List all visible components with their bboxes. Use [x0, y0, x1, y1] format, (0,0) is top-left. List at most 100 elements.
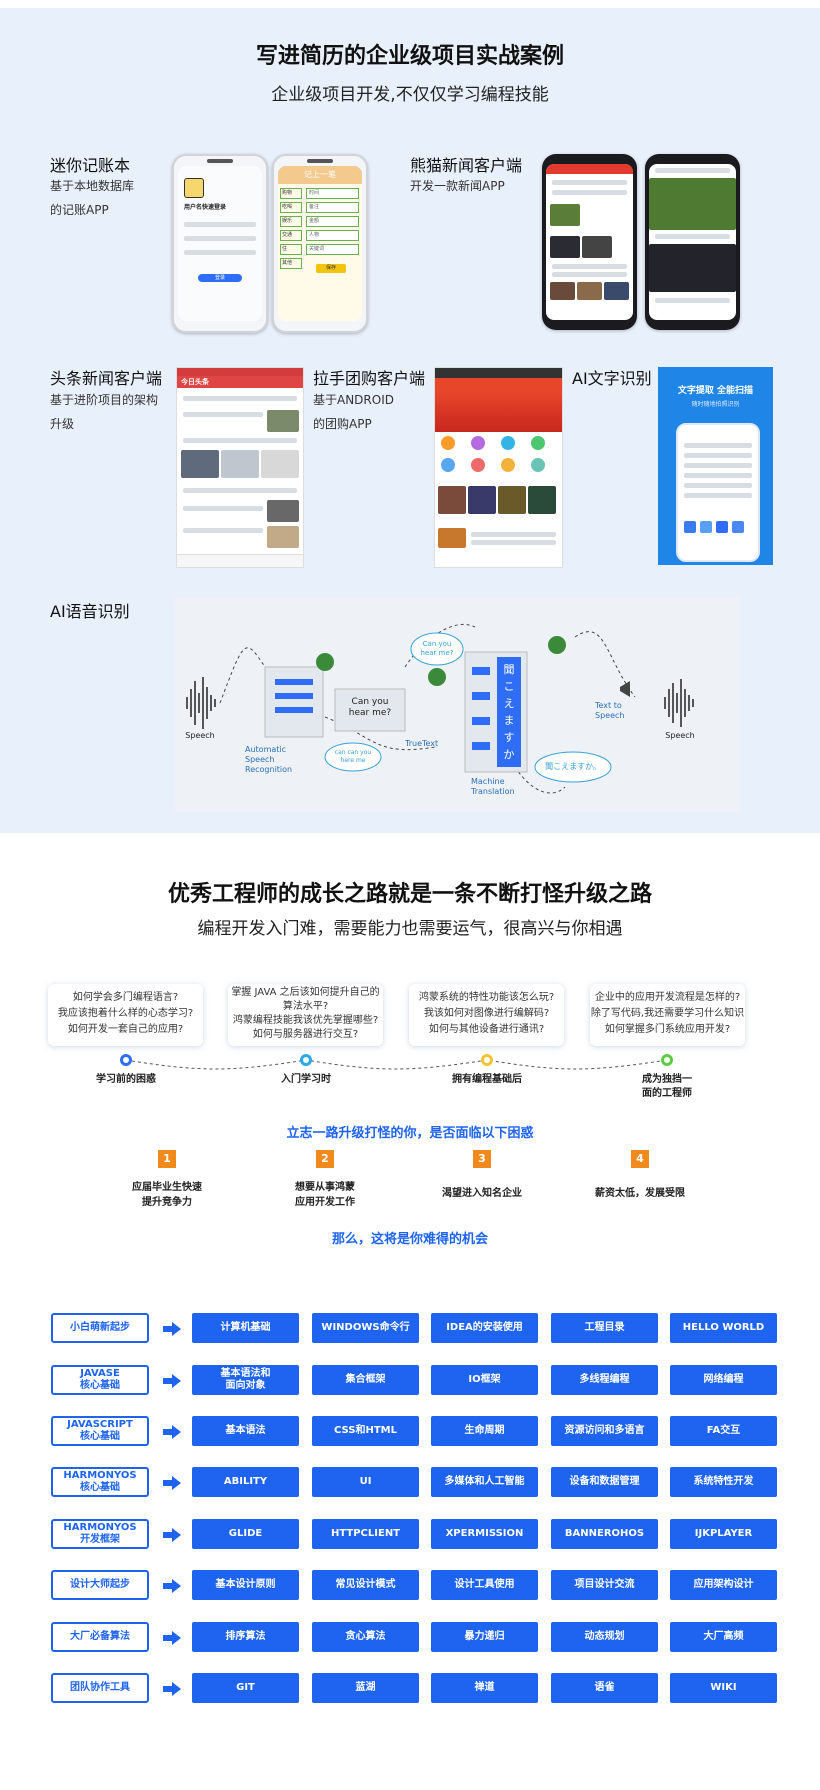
roadmap-topic-button[interactable]: GLIDE: [192, 1519, 299, 1549]
arrow-right-icon: [163, 1578, 181, 1593]
roadmap-topic-button[interactable]: 多媒体和人工智能: [431, 1467, 538, 1497]
confusion-card-1: 如何学会多门编程语言? 我应该抱着什么样的心态学习? 如何开发一套自己的应用?: [48, 984, 203, 1046]
phone-mockup-news-video: [645, 154, 740, 330]
roadmap-topic-button[interactable]: 大厂高频: [670, 1622, 777, 1652]
project-title-ai-ocr: AI文字识别: [572, 369, 652, 388]
speech-diagram: Speech Automatic Speech Recognition Can …: [175, 597, 740, 812]
roadmap-topic-button[interactable]: 集合框架: [312, 1365, 419, 1395]
roadmap-topic-button[interactable]: 暴力递归: [431, 1622, 538, 1652]
roadmap-row-label: 团队协作工具: [51, 1673, 149, 1703]
confusion-card-2: 掌握 JAVA 之后该如何提升自己的 算法水平? 鸿蒙编程技能我该优先掌握哪些?…: [228, 984, 383, 1046]
timeline-dot-4: [661, 1054, 673, 1066]
project-title-mini-account: 迷你记账本: [50, 156, 131, 175]
roadmap-topic-button[interactable]: IDEA的安装使用: [431, 1313, 538, 1343]
timeline-dot-1: [120, 1054, 132, 1066]
confusion-card-4: 企业中的应用开发流程是怎样的? 除了写代码,我还需要学习什么知识 如何掌握多门系…: [590, 984, 745, 1046]
growth-title: 优秀工程师的成长之路就是一条不断打怪升级之路: [167, 882, 652, 907]
stage-label-4: 成为独挡一 面的工程师: [642, 1074, 692, 1099]
roadmap-topic-button[interactable]: 项目设计交流: [551, 1570, 658, 1600]
pain-number-1: 1: [158, 1150, 176, 1168]
stage-label-1: 学习前的困惑: [96, 1074, 156, 1085]
project-title-ai-speech: AI语音识别: [50, 602, 130, 621]
arrow-right-icon: [163, 1475, 181, 1490]
pain-text-3: 渴望进入知名企业: [442, 1188, 522, 1199]
roadmap-topic-button[interactable]: 系统特性开发: [670, 1467, 777, 1497]
arrow-right-icon: [163, 1681, 181, 1696]
phone-mockup-account: 记上一笔 购物 吃喝 娱乐 交通 住 其他 时间 备注 金额 人物 关键词 保存: [272, 154, 368, 333]
pain-number-4: 4: [631, 1150, 649, 1168]
timeline-dot-3: [481, 1054, 493, 1066]
roadmap-topic-button[interactable]: BANNEROHOS: [551, 1519, 658, 1549]
roadmap-row-label: 大厂必备算法: [51, 1622, 149, 1652]
roadmap-topic-button[interactable]: UI: [312, 1467, 419, 1497]
roadmap-topic-button[interactable]: CSS和HTML: [312, 1416, 419, 1446]
roadmap-topic-button[interactable]: IO框架: [431, 1365, 538, 1395]
confusion-question: 立志一路升级打怪的你，是否面临以下困惑: [286, 1126, 534, 1141]
roadmap-topic-button[interactable]: FA交互: [670, 1416, 777, 1446]
roadmap-topic-button[interactable]: 排序算法: [192, 1622, 299, 1652]
arrow-right-icon: [163, 1424, 181, 1439]
roadmap-topic-button[interactable]: 动态规划: [551, 1622, 658, 1652]
projects-title: 写进简历的企业级项目实战案例: [255, 44, 564, 69]
confusion-card-3: 鸿蒙系统的特性功能该怎么玩? 我该如何对图像进行编解码? 如何与其他设备进行通讯…: [409, 984, 564, 1046]
roadmap-topic-button[interactable]: 设备和数据管理: [551, 1467, 658, 1497]
roadmap-topic-button[interactable]: 生命周期: [431, 1416, 538, 1446]
phone-mockup-login: 用户名快速登录 登录: [172, 154, 268, 333]
roadmap-topic-button[interactable]: 常见设计模式: [312, 1570, 419, 1600]
roadmap-topic-button[interactable]: 语雀: [551, 1673, 658, 1703]
top-divider: [0, 0, 820, 8]
stage-label-2: 入门学习时: [281, 1074, 331, 1085]
roadmap-topic-button[interactable]: ABILITY: [192, 1467, 299, 1497]
project-title-toutiao: 头条新闻客户端: [50, 369, 163, 388]
roadmap-topic-button[interactable]: 应用架构设计: [670, 1570, 777, 1600]
roadmap-topic-button[interactable]: 贪心算法: [312, 1622, 419, 1652]
roadmap-topic-button[interactable]: HELLO WORLD: [670, 1313, 777, 1343]
roadmap-row-label: 设计大师起步: [51, 1570, 149, 1600]
arrow-right-icon: [163, 1630, 181, 1645]
arrow-right-icon: [163, 1373, 181, 1388]
pain-number-3: 3: [473, 1150, 491, 1168]
roadmap-topic-button[interactable]: 设计工具使用: [431, 1570, 538, 1600]
roadmap-topic-button[interactable]: 禅道: [431, 1673, 538, 1703]
screenshot-lashou: [434, 367, 563, 568]
roadmap-topic-button[interactable]: 蓝湖: [312, 1673, 419, 1703]
screenshot-ai-ocr: 文字提取 全能扫描 随时随地拍照识别: [658, 367, 773, 565]
pain-text-1: 应届毕业生快速提升竞争力: [132, 1182, 202, 1208]
roadmap-topic-button[interactable]: 工程目录: [551, 1313, 658, 1343]
project-desc-lashou: 基于ANDROID 的团购APP: [313, 393, 394, 431]
projects-subtitle: 企业级项目开发,不仅仅学习编程技能: [271, 85, 549, 105]
roadmap-topic-button[interactable]: 基本语法: [192, 1416, 299, 1446]
roadmap-row-label: 小白萌新起步: [51, 1313, 149, 1343]
roadmap-topic-button[interactable]: 基本语法和面向对象: [192, 1365, 299, 1395]
roadmap-topic-button[interactable]: 计算机基础: [192, 1313, 299, 1343]
roadmap-topic-button[interactable]: HTTPCLIENT: [312, 1519, 419, 1549]
pain-number-2: 2: [316, 1150, 334, 1168]
arrow-right-icon: [163, 1321, 181, 1336]
roadmap-topic-button[interactable]: GIT: [192, 1673, 299, 1703]
growth-subtitle: 编程开发入门难，需要能力也需要运气，很高兴与你相遇: [197, 919, 623, 939]
roadmap-topic-button[interactable]: WIKI: [670, 1673, 777, 1703]
roadmap-topic-button[interactable]: 网络编程: [670, 1365, 777, 1395]
pain-text-2: 想要从事鸿蒙应用开发工作: [295, 1182, 355, 1208]
roadmap-topic-button[interactable]: IJKPLAYER: [670, 1519, 777, 1549]
roadmap-topic-button[interactable]: 资源访问和多语言: [551, 1416, 658, 1446]
roadmap-topic-button[interactable]: WINDOWS命令行: [312, 1313, 419, 1343]
opportunity-text: 那么，这将是你难得的机会: [331, 1232, 488, 1247]
roadmap-topic-button[interactable]: 基本设计原则: [192, 1570, 299, 1600]
roadmap-topic-button[interactable]: XPERMISSION: [431, 1519, 538, 1549]
project-desc-mini-account: 基于本地数据库 的记账APP: [50, 179, 135, 217]
pain-text-4: 薪资太低，发展受限: [595, 1188, 685, 1199]
arrow-right-icon: [163, 1527, 181, 1542]
project-desc-toutiao: 基于进阶项目的架构 升级: [50, 393, 159, 431]
growth-timeline: [125, 1059, 668, 1070]
phone-mockup-news-list: [542, 154, 637, 330]
stage-label-3: 拥有编程基础后: [452, 1074, 522, 1085]
timeline-dot-2: [300, 1054, 312, 1066]
project-title-lashou: 拉手团购客户端: [313, 369, 426, 388]
roadmap-topic-button[interactable]: 多线程编程: [551, 1365, 658, 1395]
project-title-panda-news: 熊猫新闻客户端: [410, 156, 523, 175]
